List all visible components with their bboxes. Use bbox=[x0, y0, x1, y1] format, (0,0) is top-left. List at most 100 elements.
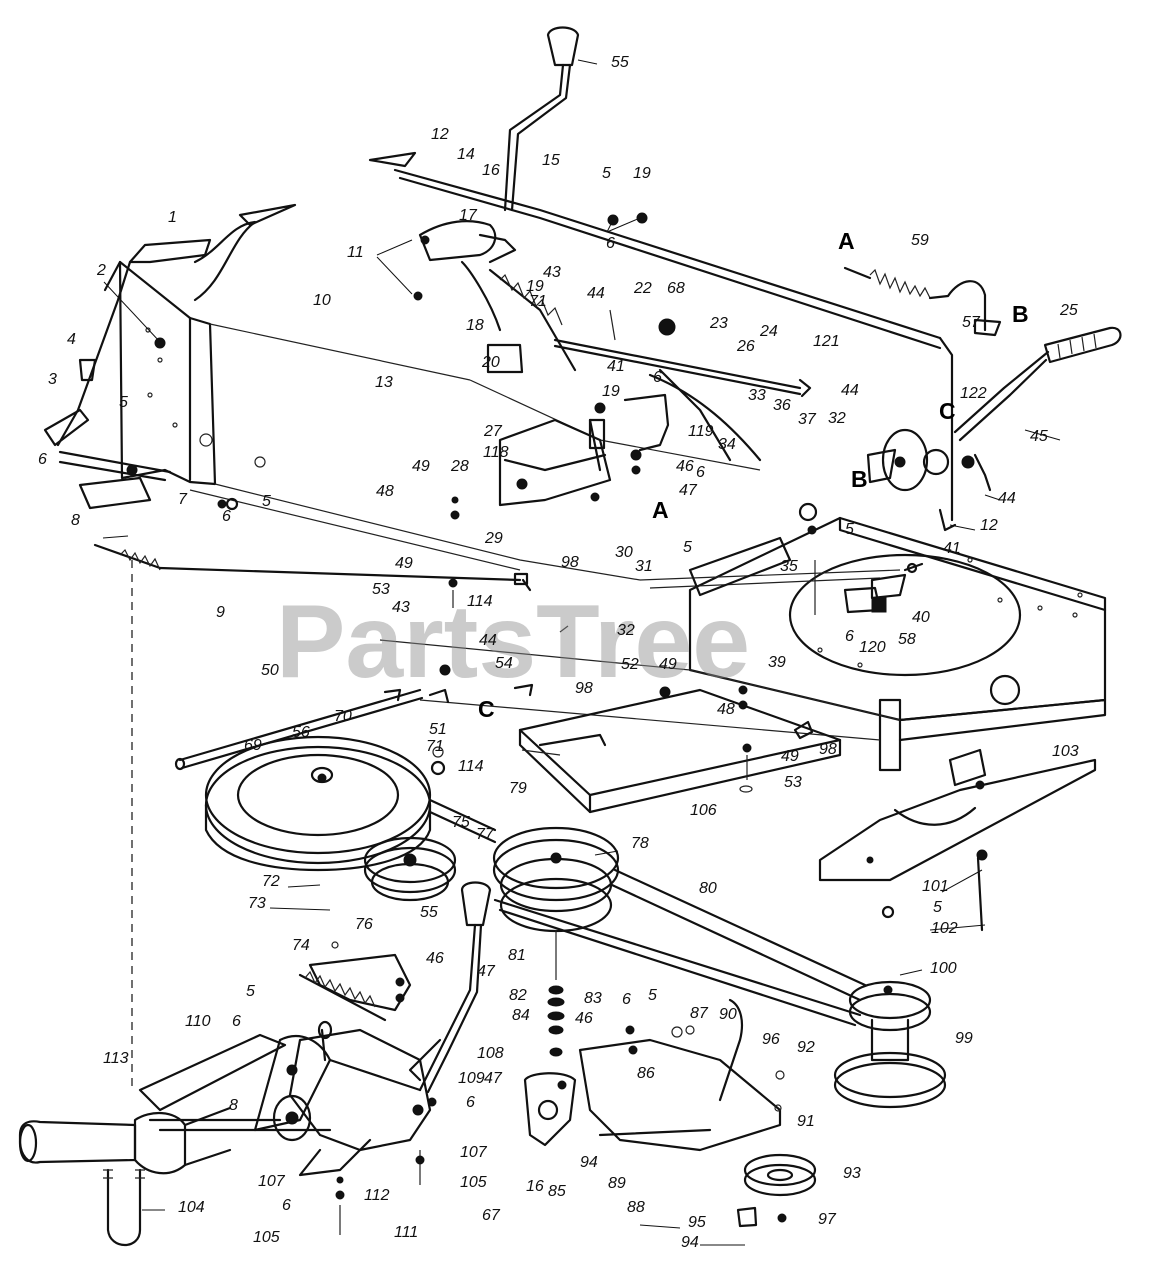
part-callout-6: 6 bbox=[653, 369, 662, 386]
part-callout-18: 18 bbox=[466, 317, 484, 334]
part-callout-5: 5 bbox=[845, 521, 854, 538]
part-callout-111: 111 bbox=[394, 1224, 418, 1241]
bracket-67 bbox=[523, 1072, 577, 1147]
part-callout-6: 6 bbox=[696, 464, 705, 481]
part-callout-32: 32 bbox=[828, 410, 846, 427]
part-callout-35: 35 bbox=[780, 558, 798, 575]
part-callout-47: 47 bbox=[484, 1070, 503, 1087]
part-callout-45: 45 bbox=[1030, 428, 1048, 445]
part-callout-46: 46 bbox=[575, 1010, 593, 1027]
part-callout-103: 103 bbox=[1052, 743, 1079, 760]
part-callout-72: 72 bbox=[262, 873, 280, 890]
part-callout-53: 53 bbox=[784, 774, 802, 791]
part-callout-89: 89 bbox=[608, 1175, 626, 1192]
part-callout-6: 6 bbox=[282, 1197, 291, 1214]
part-callout-85: 85 bbox=[548, 1183, 566, 1200]
part-callout-92: 92 bbox=[797, 1039, 815, 1056]
part-callout-44: 44 bbox=[841, 382, 859, 399]
bracket-103 bbox=[818, 748, 1097, 932]
bracket-119 bbox=[623, 373, 762, 475]
part-callout-114: 114 bbox=[467, 593, 493, 610]
part-callout-57: 57 bbox=[962, 314, 981, 331]
part-callout-71: 71 bbox=[426, 738, 444, 755]
part-callout-15: 15 bbox=[542, 152, 560, 169]
part-callout-88: 88 bbox=[627, 1199, 645, 1216]
part-callout-14: 14 bbox=[457, 146, 475, 163]
part-callout-24: 24 bbox=[759, 323, 778, 340]
part-callout-51: 51 bbox=[429, 721, 447, 738]
idler-arm-86 bbox=[578, 998, 785, 1152]
connection-letter-C: C bbox=[478, 696, 495, 722]
part-callout-43: 43 bbox=[543, 264, 561, 281]
part-callout-10: 10 bbox=[313, 292, 331, 309]
seat-bracket-1 bbox=[56, 220, 257, 447]
part-callout-17: 17 bbox=[459, 207, 478, 224]
part-callout-50: 50 bbox=[261, 662, 279, 679]
lower-frame bbox=[189, 483, 901, 814]
axle-113 bbox=[18, 1106, 232, 1246]
part-callout-8: 8 bbox=[229, 1097, 238, 1114]
part-callout-112: 112 bbox=[364, 1187, 390, 1204]
part-callout-114: 114 bbox=[458, 758, 484, 775]
part-callout-107: 107 bbox=[460, 1144, 488, 1161]
part-callout-46: 46 bbox=[676, 458, 694, 475]
connection-letter-A: A bbox=[652, 497, 669, 523]
belts bbox=[428, 798, 867, 1027]
connection-letter-A: A bbox=[838, 228, 855, 254]
part-callout-121: 121 bbox=[813, 333, 840, 350]
part-callout-7: 7 bbox=[178, 491, 188, 508]
part-callout-69: 69 bbox=[244, 737, 262, 754]
part-callout-1: 1 bbox=[168, 209, 177, 226]
part-callout-39: 39 bbox=[768, 654, 786, 671]
connection-letter-B: B bbox=[851, 466, 868, 492]
part-callout-28: 28 bbox=[450, 458, 469, 475]
part-callout-44: 44 bbox=[998, 490, 1016, 507]
part-callout-5: 5 bbox=[246, 983, 255, 1000]
part-callout-81: 81 bbox=[508, 947, 526, 964]
part-callout-49: 49 bbox=[395, 555, 413, 572]
part-callout-6: 6 bbox=[38, 451, 47, 468]
part-callout-33: 33 bbox=[748, 387, 766, 404]
part-callout-53: 53 bbox=[372, 581, 390, 598]
part-callout-9: 9 bbox=[216, 604, 225, 621]
part-callout-8: 8 bbox=[71, 512, 80, 529]
part-callout-104: 104 bbox=[178, 1199, 205, 1216]
part-callout-90: 90 bbox=[719, 1006, 737, 1023]
part-callout-86: 86 bbox=[637, 1065, 655, 1082]
part-callout-6: 6 bbox=[845, 628, 854, 645]
part-callout-6: 6 bbox=[606, 235, 615, 252]
part-callout-96: 96 bbox=[762, 1031, 780, 1048]
part-callout-75: 75 bbox=[452, 814, 470, 831]
part-callout-27: 27 bbox=[483, 423, 503, 440]
part-callout-49: 49 bbox=[781, 748, 799, 765]
part-callout-44: 44 bbox=[587, 285, 605, 302]
part-callout-98: 98 bbox=[819, 741, 837, 758]
rear-plate bbox=[238, 151, 954, 522]
part-callout-74: 74 bbox=[292, 937, 310, 954]
part-callout-31: 31 bbox=[635, 558, 653, 575]
part-callout-32: 32 bbox=[617, 622, 635, 639]
part-callout-77: 77 bbox=[476, 826, 495, 843]
part-callout-40: 40 bbox=[912, 609, 930, 626]
part-callout-59: 59 bbox=[911, 232, 929, 249]
part-callout-108: 108 bbox=[477, 1045, 504, 1062]
part-callout-5: 5 bbox=[933, 899, 942, 916]
part-callout-83: 83 bbox=[584, 990, 602, 1007]
part-callout-113: 113 bbox=[103, 1050, 129, 1067]
bracket-120 bbox=[843, 562, 924, 614]
part-callout-44: 44 bbox=[479, 632, 497, 649]
part-callout-6: 6 bbox=[622, 991, 631, 1008]
part-callout-30: 30 bbox=[615, 544, 633, 561]
part-callout-68: 68 bbox=[667, 280, 685, 297]
part-callout-41: 41 bbox=[607, 358, 625, 375]
rod-9 bbox=[93, 543, 529, 586]
part-callout-37: 37 bbox=[798, 411, 817, 428]
part-callout-107: 107 bbox=[258, 1173, 286, 1190]
part-callout-93: 93 bbox=[843, 1165, 861, 1182]
part-callout-22: 22 bbox=[633, 280, 652, 297]
pulley-70 bbox=[204, 735, 432, 872]
connection-letter-C: C bbox=[939, 398, 956, 424]
pulley-77 bbox=[492, 826, 620, 933]
